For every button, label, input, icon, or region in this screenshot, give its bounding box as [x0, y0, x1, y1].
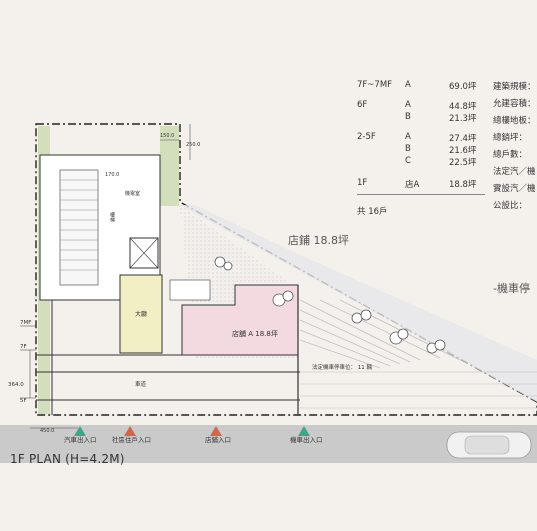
stair-treads — [60, 179, 98, 271]
table-divider — [357, 194, 485, 195]
row-area: 69.0坪 — [449, 82, 477, 92]
site-info-line: 法定汽／機 — [493, 167, 536, 177]
entrance-label-shop: 店鋪入口 — [205, 435, 231, 444]
site-info-line: 公設比： — [493, 201, 528, 211]
row-unit: B — [405, 112, 411, 122]
plan-title: 1F PLAN (H=4.2M) — [10, 452, 125, 466]
row-area: 18.8坪 — [449, 180, 477, 190]
row-unit: B — [405, 144, 411, 154]
tree-cluster — [214, 256, 446, 354]
row-unit: 店A — [405, 180, 420, 190]
level-marks — [20, 325, 36, 399]
entrance-marker-car — [74, 426, 86, 436]
site-info-line: 實設汽／機 — [493, 184, 536, 194]
elev-note: 機電室 — [125, 190, 140, 197]
moto-parking-stripes — [299, 299, 461, 369]
row-area: 44.8坪 — [449, 102, 477, 112]
row-area: 27.4坪 — [449, 134, 477, 144]
entrance-label-car: 汽車出入口 — [64, 435, 97, 444]
lobby-room — [119, 274, 163, 354]
dim-left-3: 364.0 — [8, 382, 24, 388]
row-floor: 2-5F — [357, 132, 376, 142]
row-floor: 6F — [357, 100, 368, 110]
site-info-line: 總戶數： — [493, 150, 528, 160]
entrance-marker-moto — [298, 426, 310, 436]
core-inner — [59, 169, 99, 286]
dim-left-2: 7F — [20, 344, 27, 350]
diagonal-garden — [180, 205, 537, 402]
shop-big-label: 店鋪 18.8坪 — [288, 233, 349, 247]
row-area: 22.5坪 — [449, 158, 477, 168]
driveway-label: 車道 — [135, 380, 147, 388]
parking-lines — [300, 371, 537, 409]
unit-total: 共 16戶 — [357, 207, 388, 217]
unit-table: 7F~7MF A 69.0坪 6F A 44.8坪 B 21.3坪 2-5F A… — [357, 80, 487, 220]
dim-top-text: 150.0 — [160, 133, 174, 139]
shop-small-label: 店舖 A 18.8坪 — [232, 329, 278, 338]
site-info: 建築規模： 允建容積： 總樓地板： 總銷坪： 總戶數： 法定汽／機 實設汽／機 … — [493, 80, 537, 220]
entrance-marker-shop — [210, 426, 222, 436]
row-area: 21.3坪 — [449, 114, 477, 124]
site-info-line: 建築規模： — [493, 82, 536, 92]
dim-left-4: 5F — [20, 398, 27, 404]
entrance-marker-resident — [124, 426, 136, 436]
row-unit: A — [405, 100, 411, 110]
site-boundary — [35, 123, 537, 416]
row-unit: C — [405, 156, 411, 166]
car-icon — [446, 431, 532, 459]
green-strip-top — [160, 126, 179, 206]
row-unit: A — [405, 80, 411, 90]
stair-note: 樓梯 — [109, 211, 115, 223]
dim-left-1: 7MF — [20, 320, 31, 326]
dim-inner-text: 170.0 — [105, 172, 119, 178]
site-info-line: 允建容積： — [493, 99, 536, 109]
row-unit: A — [405, 132, 411, 142]
entrance-label-moto: 機車出入口 — [290, 435, 323, 444]
site-info-line: 總樓地板： — [493, 116, 536, 126]
dim-side-text: 250.0 — [186, 142, 200, 148]
row-area: 21.6坪 — [449, 146, 477, 156]
lobby-label: 大廳 — [135, 310, 147, 318]
entrance-label-resident: 社區住戶入口 — [112, 435, 151, 444]
row-floor: 1F — [357, 178, 368, 188]
moto-count-label: 法定機車停車位： 11 輛 — [312, 363, 372, 371]
shop-stair — [169, 279, 211, 301]
dim-bottom-text: 450.0 — [40, 428, 54, 434]
site-info-line: 總銷坪： — [493, 133, 528, 143]
row-floor: 7F~7MF — [357, 80, 393, 90]
moto-parking-label: -機車停 — [493, 281, 530, 295]
